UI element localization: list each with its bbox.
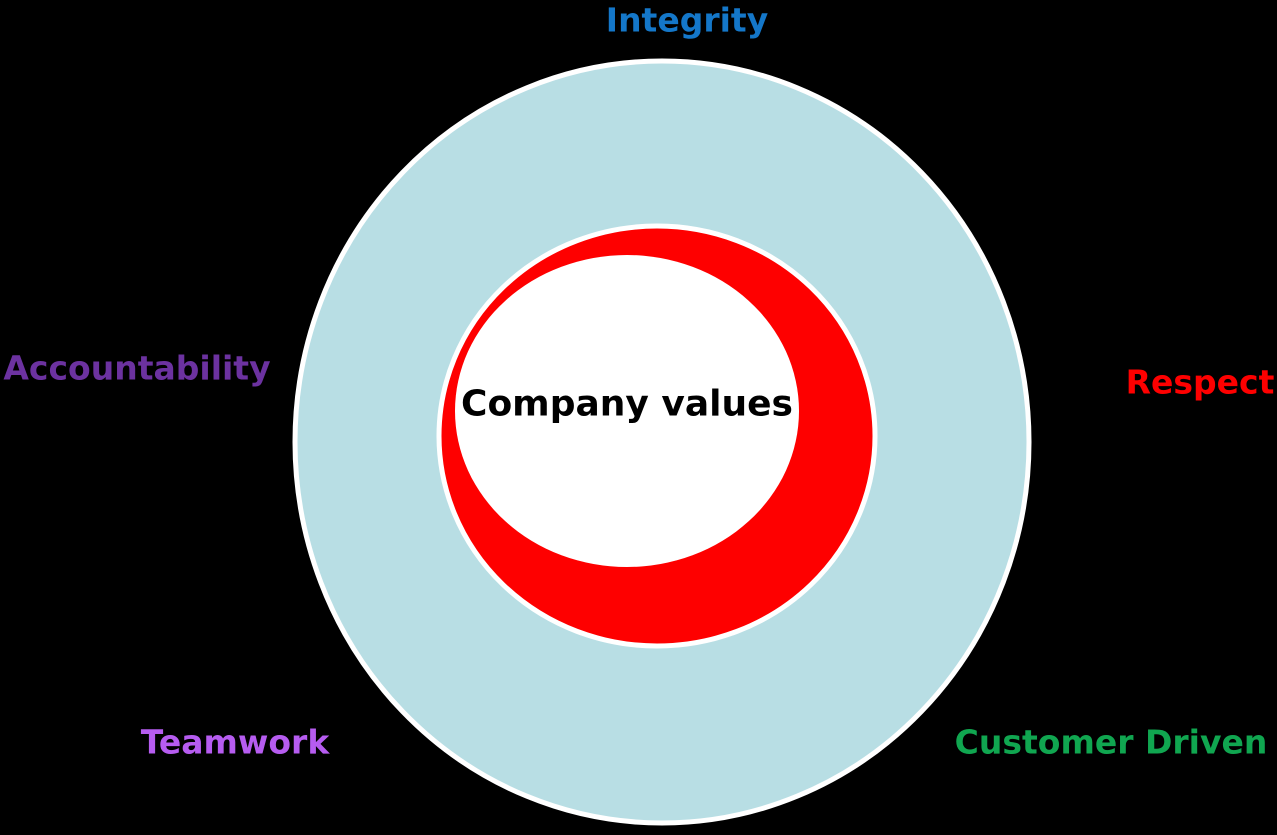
value-label-teamwork: Teamwork	[140, 722, 330, 762]
value-label-integrity: Integrity	[605, 0, 769, 40]
inner-white-circle	[455, 255, 799, 567]
value-label-accountability: Accountability	[3, 348, 271, 388]
center-title: Company values	[461, 383, 793, 425]
value-label-respect: Respect	[1125, 362, 1275, 402]
value-label-customer-driven: Customer Driven	[954, 722, 1268, 762]
